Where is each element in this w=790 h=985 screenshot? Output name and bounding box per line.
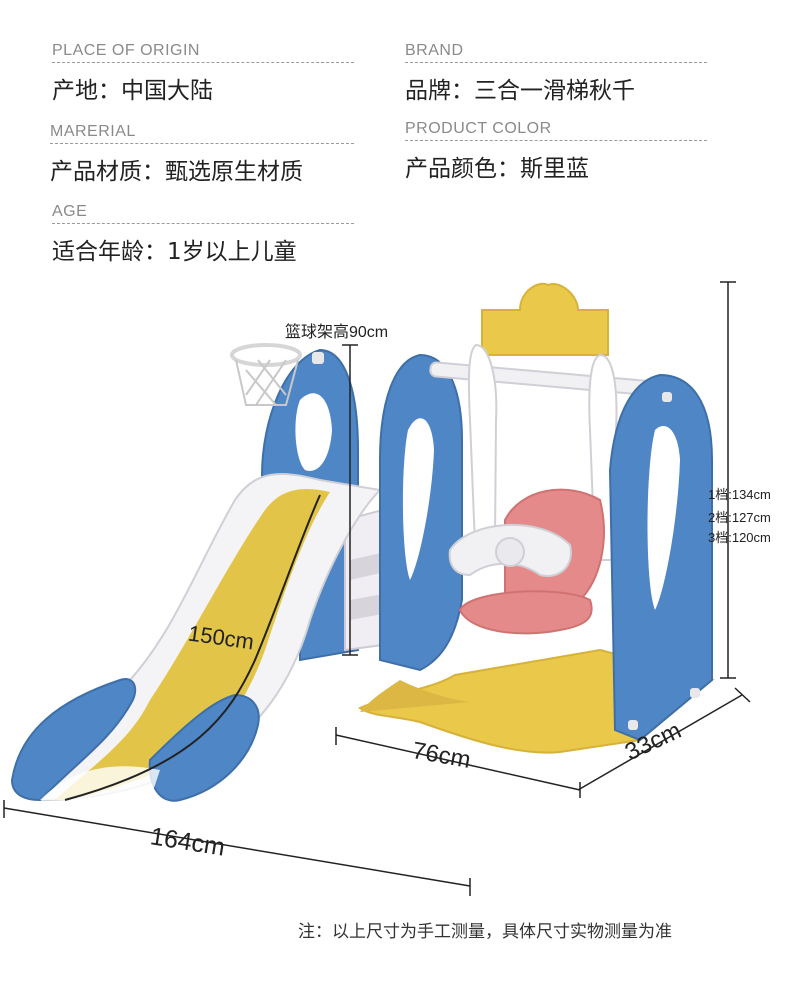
swing-hanger-left — [467, 343, 498, 547]
spec-material: MARERIAL 产品材质：甄选原生材质 — [50, 123, 354, 186]
spec-brand-label: BRAND — [405, 42, 464, 59]
total-length-line — [3, 807, 471, 887]
measurement-note: 注：以上尺寸为手工测量，具体尺寸实物测量为准 — [298, 922, 672, 942]
spec-brand-value: 品牌：三合一滑梯秋千 — [405, 78, 635, 104]
spec-color-value: 产品颜色：斯里蓝 — [405, 156, 589, 182]
slide-swing-illustration — [3, 281, 751, 896]
slide-tower-cutout — [295, 393, 332, 471]
basketball-hoop-rim — [230, 343, 302, 367]
spec-age-value: 适合年龄：1岁以上儿童 — [52, 239, 297, 265]
spec-origin-label: PLACE OF ORIGIN — [52, 42, 200, 59]
spec-age-label: AGE — [52, 203, 88, 220]
swing-width-line — [335, 734, 581, 791]
divider — [50, 143, 354, 144]
slide-surface — [55, 489, 330, 800]
top-sign — [481, 282, 609, 356]
spec-color: PRODUCT COLOR 产品颜色：斯里蓝 — [405, 120, 707, 183]
spec-color-label: PRODUCT COLOR — [405, 120, 552, 137]
swing-level-1: 1档:134cm — [708, 487, 771, 502]
divider — [405, 140, 707, 141]
spec-material-value: 产品材质：甄选原生材质 — [50, 159, 303, 185]
bolt — [312, 352, 324, 364]
depth-line — [577, 694, 743, 791]
divider — [405, 62, 707, 63]
swing-base-left — [360, 680, 470, 712]
swing-crossbar — [429, 361, 661, 397]
spec-age: AGE 适合年龄：1岁以上儿童 — [52, 203, 354, 266]
divider — [52, 223, 354, 224]
swing-level-3: 3档:120cm — [708, 530, 771, 545]
spec-material-label: MARERIAL — [50, 123, 136, 140]
swing-steering-wheel — [495, 537, 525, 567]
hoop-height-label: 篮球架高90cm — [285, 324, 389, 341]
spec-origin-value: 产地：中国大陆 — [52, 78, 213, 104]
slide-side-left — [10, 678, 137, 802]
spec-brand: BRAND 品牌：三合一滑梯秋千 — [405, 42, 707, 105]
divider — [52, 62, 354, 63]
bolt — [628, 720, 638, 730]
spec-origin: PLACE OF ORIGIN 产地：中国大陆 — [52, 42, 354, 105]
swing-frame-right-cutout — [647, 425, 680, 610]
swing-seat-base — [458, 590, 593, 635]
slide-side-right — [148, 693, 260, 802]
bolt — [690, 688, 700, 698]
swing-frame-left-cutout — [402, 418, 434, 580]
swing-level-2: 2档:127cm — [708, 510, 771, 525]
bolt — [662, 392, 672, 402]
slide-length-line — [64, 494, 321, 801]
basketball-hoop-net — [235, 359, 299, 406]
depth-tick — [734, 687, 751, 703]
slide-exit — [40, 766, 160, 800]
